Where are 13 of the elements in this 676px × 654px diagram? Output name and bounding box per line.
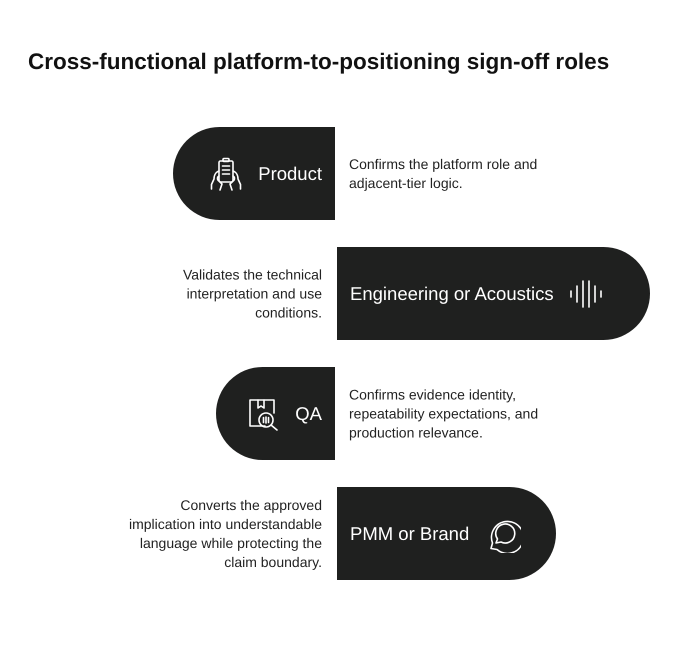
- role-pill: [173, 127, 335, 220]
- role-pill: [337, 487, 556, 580]
- role-label: QA: [295, 402, 322, 424]
- role-pill: [337, 247, 650, 340]
- role-label: Product: [258, 162, 322, 184]
- role-description: Confirms the platform role and adjacent-tier logic.: [349, 154, 538, 192]
- role-label: PMM or Brand: [350, 522, 470, 544]
- role-label: Engineering or Acoustics: [350, 282, 554, 304]
- role-pill: [216, 367, 335, 460]
- diagram-title: Cross-functional platform-to-positioning sign-off roles: [28, 49, 610, 75]
- role-description: Validates the technical interpretation and use conditions.: [182, 265, 322, 322]
- role-description: Confirms evidence identity, repeatability expectations, and production relevance.: [349, 385, 540, 442]
- role-description: Converts the approved implication into understandable language while protecting the claim boundary.: [128, 496, 322, 572]
